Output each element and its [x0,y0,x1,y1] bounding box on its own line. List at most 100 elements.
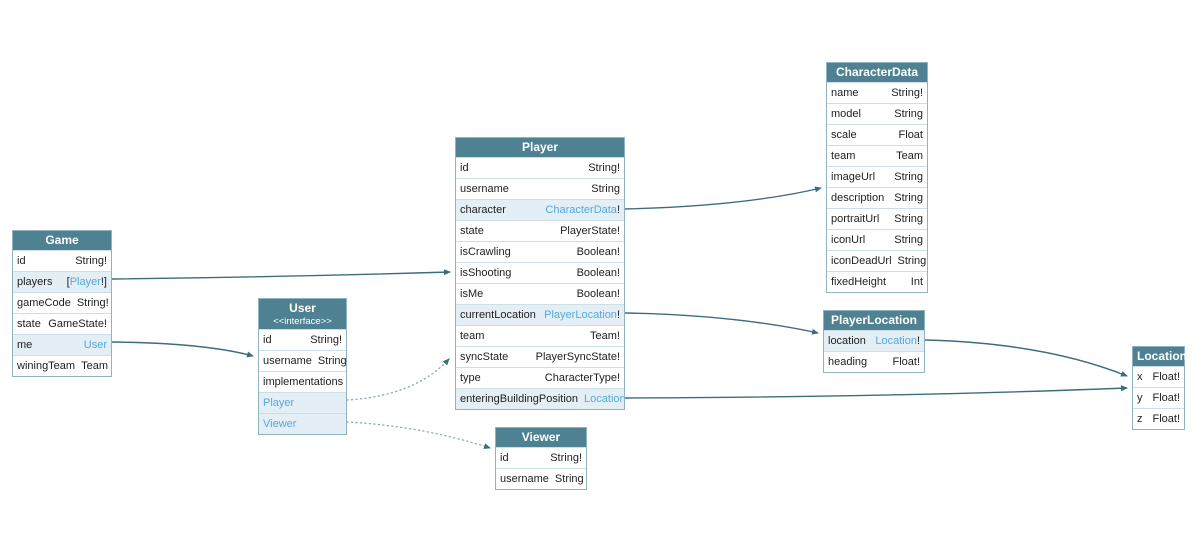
table-header-location[interactable]: Location [1133,347,1187,366]
type-text: Int [910,276,923,288]
type-text: String! [310,334,342,346]
field-row-players[interactable]: players[Player!] [13,271,111,292]
field-type: Float! [1152,388,1180,408]
field-name: me [17,339,33,351]
field-row-name[interactable]: name String! [827,82,927,103]
field-type: String [894,167,923,187]
field-name: z [1137,413,1143,425]
table-header-player[interactable]: Player [456,138,624,157]
field-row-implementations[interactable]: implementations [259,371,346,392]
table-title: Location [1137,349,1187,363]
field-name: username [500,473,549,485]
field-name: enteringBuildingPosition [460,393,579,405]
field-type: User [84,335,107,355]
field-name: model [831,108,861,120]
field-type: String [898,251,927,271]
field-type: CharacterData! [545,200,620,220]
table-header-user[interactable]: User<<interface>> [259,299,346,329]
field-name: state [460,225,484,237]
field-type: Team [81,356,108,376]
field-row-Viewer[interactable]: Viewer [259,413,346,434]
table-header-characterdata[interactable]: CharacterData [827,63,927,82]
field-row-Player[interactable]: Player [259,392,346,413]
type-text: String [554,473,584,485]
table-header-playerlocation[interactable]: PlayerLocation [824,311,924,330]
type-text: String! [550,452,582,464]
type-text: Float [898,129,923,141]
type-text: ! [916,335,920,347]
type-link-PlayerLocation[interactable]: PlayerLocation [544,309,617,321]
field-type: String [894,188,923,208]
field-row-enteringBuildingPosition[interactable]: enteringBuildingPosition Location [456,388,624,409]
type-link-Player[interactable]: Player [263,397,295,409]
type-link-User[interactable]: User [83,339,107,351]
type-text: String! [891,87,923,99]
table-title: PlayerLocation [830,313,918,327]
field-name: imageUrl [831,171,876,183]
type-link-CharacterData[interactable]: CharacterData [545,204,617,216]
field-type: String! [75,251,107,271]
type-text: String [894,234,923,246]
type-text: PlayerSyncState! [535,351,620,363]
field-type: String [591,179,620,199]
type-link-Player[interactable]: Player [69,276,101,288]
field-type: String! [77,293,109,313]
table-header-viewer[interactable]: Viewer [496,428,586,447]
field-type: String [318,351,346,371]
field-row-me[interactable]: me User [13,334,111,355]
edge-PlayerLocation.location-to-Location [924,339,1128,377]
type-text: Boolean! [576,267,620,279]
type-link-Location[interactable]: Location [875,335,917,347]
table-title: CharacterData [835,65,919,79]
edge-Game.players-to-Player [111,269,451,280]
table-header-game[interactable]: Game [13,231,111,250]
field-row-imageUrl[interactable]: imageUrl String [827,166,927,187]
type-link-Location[interactable]: Location [584,393,624,405]
type-text: ! [616,309,620,321]
field-name: name [831,87,859,99]
type-text: String! [588,162,620,174]
type-link-Viewer[interactable]: Viewer [263,418,297,430]
field-name: portraitUrl [831,213,880,225]
field-type: PlayerSyncState! [536,347,620,367]
field-row-username[interactable]: username String [496,468,586,489]
